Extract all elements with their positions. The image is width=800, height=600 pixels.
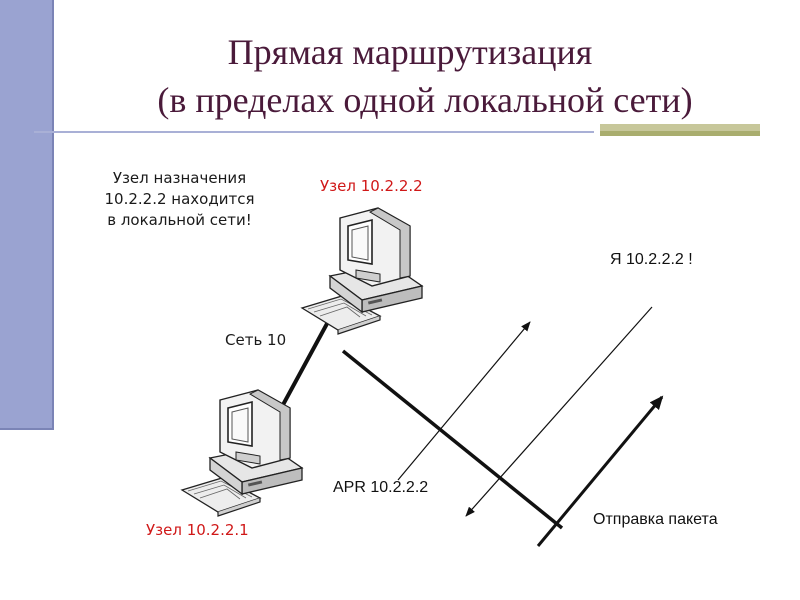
send-packet-arrow (536, 395, 664, 547)
title-underline (34, 131, 594, 133)
destination-note-line: Узел назначения (112, 169, 247, 187)
slide-title: Прямая маршрутизация (в пределах одной л… (60, 28, 760, 124)
arp-request-label: APR 10.2.2.2 (333, 479, 429, 496)
computer-icon (301, 207, 423, 335)
reply-label: Я 10.2.2.2 ! (610, 251, 693, 268)
slide-sidebar (0, 0, 54, 430)
destination-note-line: 10.2.2.2 находится (104, 190, 255, 208)
computer-icon (181, 389, 303, 517)
send-packet-label: Отправка пакета (593, 511, 718, 528)
destination-note-line: в локальной сети! (107, 211, 252, 229)
packet-path-line (341, 349, 564, 530)
destination-note: Узел назначения 10.2.2.2 находится в лок… (92, 168, 267, 231)
title-line-2: (в пределах одной локальной сети) (157, 80, 693, 120)
arp-request-arrow (397, 321, 531, 481)
source-node-label: Узел 10.2.2.1 (146, 521, 249, 539)
network-label: Сеть 10 (225, 331, 287, 349)
title-line-1: Прямая маршрутизация (227, 32, 593, 72)
destination-node-label: Узел 10.2.2.2 (320, 177, 423, 195)
title-accent-bar (600, 124, 760, 138)
arp-reply-arrow (465, 306, 653, 517)
